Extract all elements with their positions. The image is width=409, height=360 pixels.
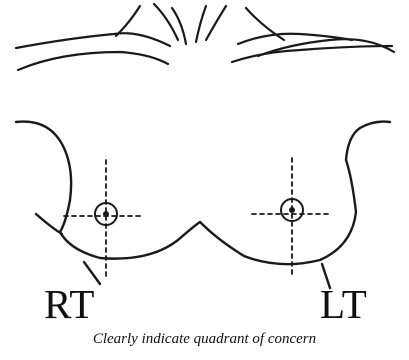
nipple-marker-left [252,158,332,276]
left-side-label: LT [320,282,367,326]
right-side-label: RT [44,282,95,326]
neck-and-clavicle-lines [16,4,394,70]
caption: Clearly indicate quadrant of concern [0,329,409,349]
breast-outlines [16,122,390,288]
